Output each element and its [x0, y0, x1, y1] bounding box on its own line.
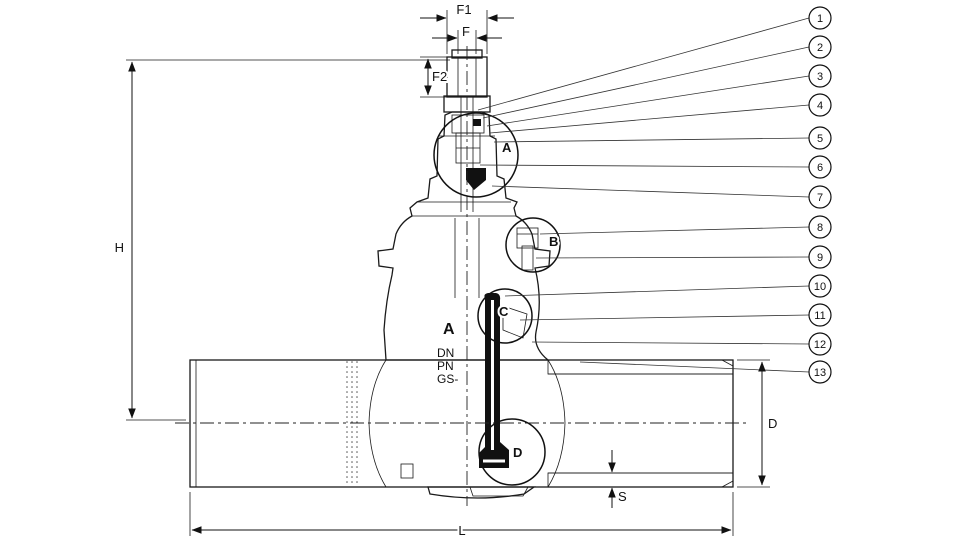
callout-number: 2 — [817, 42, 823, 54]
dimension-F1: F1 — [420, 0, 514, 54]
dim-label-l: L — [458, 523, 465, 538]
callout-number: 10 — [814, 281, 826, 293]
callout-10: 10 — [504, 274, 832, 298]
pipe — [189, 359, 734, 488]
manufacturer-logo: A — [443, 321, 455, 338]
body-outline — [377, 111, 551, 361]
detail-circles: A B C D — [433, 112, 561, 486]
wedge-gate — [479, 293, 528, 468]
callout-number: 11 — [814, 310, 825, 322]
bolt-shank — [521, 245, 534, 271]
spigot-chamfer-bottom — [721, 480, 734, 488]
callout-9: 9 — [535, 245, 832, 269]
callout-number: 6 — [817, 162, 823, 174]
callout-number: 1 — [817, 13, 823, 25]
callout-number: 8 — [817, 222, 823, 234]
pipe-outline — [189, 359, 734, 488]
weld-band-texture — [346, 361, 361, 486]
centerlines — [175, 46, 748, 506]
callout-12: 12 — [531, 332, 832, 356]
body-markings: A DN PN GS- — [437, 321, 458, 386]
dimension-S: S — [608, 450, 629, 508]
marking-gs: GS- — [437, 372, 458, 386]
detail-label-B: B — [549, 234, 558, 249]
callout-4: 4 — [489, 93, 832, 134]
callout-3: 3 — [486, 64, 832, 127]
pipe-top-wall-section — [547, 359, 734, 375]
dim-label-h: H — [115, 240, 124, 255]
callout-number: 7 — [817, 192, 823, 204]
callout-2: 2 — [482, 35, 832, 119]
seat-section — [502, 305, 528, 339]
spigot-chamfer-top — [721, 359, 734, 367]
callouts: 1 2 3 4 5 6 7 — [477, 6, 832, 384]
marking-pn: PN — [437, 359, 454, 373]
bolt-head-section — [516, 227, 539, 249]
detail-label-A: A — [502, 140, 512, 155]
stem-seal-dark — [466, 168, 486, 190]
callout-1: 1 — [477, 6, 832, 111]
dimension-F2: F2 — [420, 56, 449, 98]
callout-number: 9 — [817, 252, 823, 264]
dim-label-d: D — [768, 416, 777, 431]
detail-label-D: D — [513, 445, 522, 460]
callout-13: 13 — [579, 360, 832, 384]
hub-curve-left — [368, 359, 387, 488]
marking-dn: DN — [437, 346, 454, 360]
detail-circle-D — [478, 418, 546, 486]
drain-plug — [400, 463, 414, 479]
bonnet-bolt — [516, 227, 539, 271]
pipe-bottom-wall-section — [547, 472, 734, 488]
callout-6: 6 — [479, 155, 832, 179]
dimension-L: L — [189, 492, 734, 540]
valve-body — [368, 111, 566, 499]
detail-circle-A — [433, 112, 519, 198]
callout-8: 8 — [539, 215, 832, 239]
dim-label-f1: F1 — [456, 2, 471, 17]
callout-11: 11 — [519, 303, 832, 327]
callout-number: 13 — [814, 367, 826, 379]
dimension-H: H — [113, 59, 450, 421]
callout-number: 12 — [814, 339, 826, 351]
dim-label-f: F — [462, 24, 470, 39]
callout-number: 3 — [817, 71, 823, 83]
dim-label-f2: F2 — [432, 69, 447, 84]
detail-circle-B — [505, 217, 561, 273]
dimension-F: F — [432, 22, 502, 54]
dimension-D: D — [737, 359, 779, 488]
bottom-boss-section — [469, 486, 529, 497]
callout-5: 5 — [493, 126, 832, 150]
gland-seal-dark — [473, 119, 481, 126]
callout-number: 5 — [817, 133, 823, 145]
detail-label-C: C — [499, 304, 509, 319]
detail-circle-C — [477, 288, 533, 344]
callout-number: 4 — [817, 100, 823, 112]
dim-label-s: S — [618, 489, 627, 504]
hub-curve-right — [547, 359, 566, 488]
callout-7: 7 — [491, 185, 832, 209]
